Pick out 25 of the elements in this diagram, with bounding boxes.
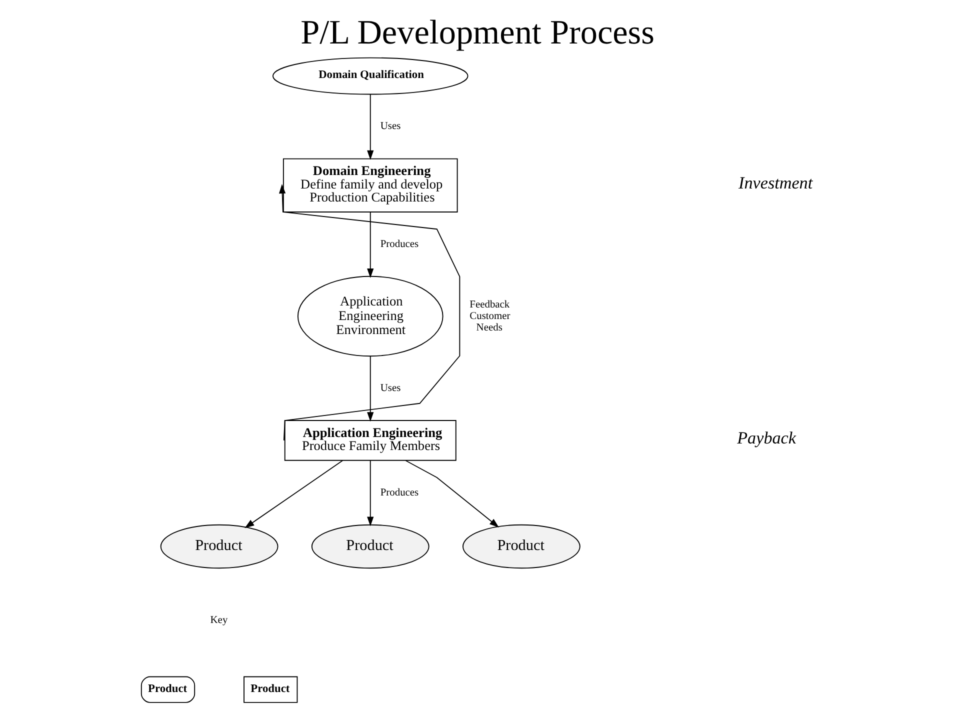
node-ellipse: Product <box>310 524 429 569</box>
arrow <box>278 184 460 441</box>
arrow <box>366 355 374 422</box>
legend-label: Product <box>148 683 187 696</box>
node-box: Domain Engineering Define family and develop Production Capabilities <box>282 158 458 212</box>
arrow <box>404 460 498 528</box>
legend-label: Product <box>250 683 290 696</box>
diagram-title: P/L Development Process <box>300 14 654 52</box>
edge-label: Uses <box>380 121 400 132</box>
node-ellipse: Product <box>462 524 580 569</box>
label: Investment <box>738 174 812 193</box>
edge-label: Produces <box>380 238 418 250</box>
arrow <box>366 94 374 160</box>
edge-label: Uses <box>380 382 400 394</box>
edge-label: Produces <box>380 487 418 498</box>
arrow <box>366 460 374 526</box>
arrow <box>244 460 343 528</box>
label: Payback <box>736 428 796 448</box>
label: Key <box>210 614 228 626</box>
node-box: Application Engineering Produce Family Members <box>284 420 456 461</box>
node-ellipse: Application Engineering Environment <box>296 276 443 357</box>
node-ellipse: Product <box>160 524 278 569</box>
arrow <box>366 212 374 278</box>
node-ellipse: Domain Qualification <box>272 57 468 95</box>
edge-label: Feedback Customer Needs <box>469 300 510 334</box>
